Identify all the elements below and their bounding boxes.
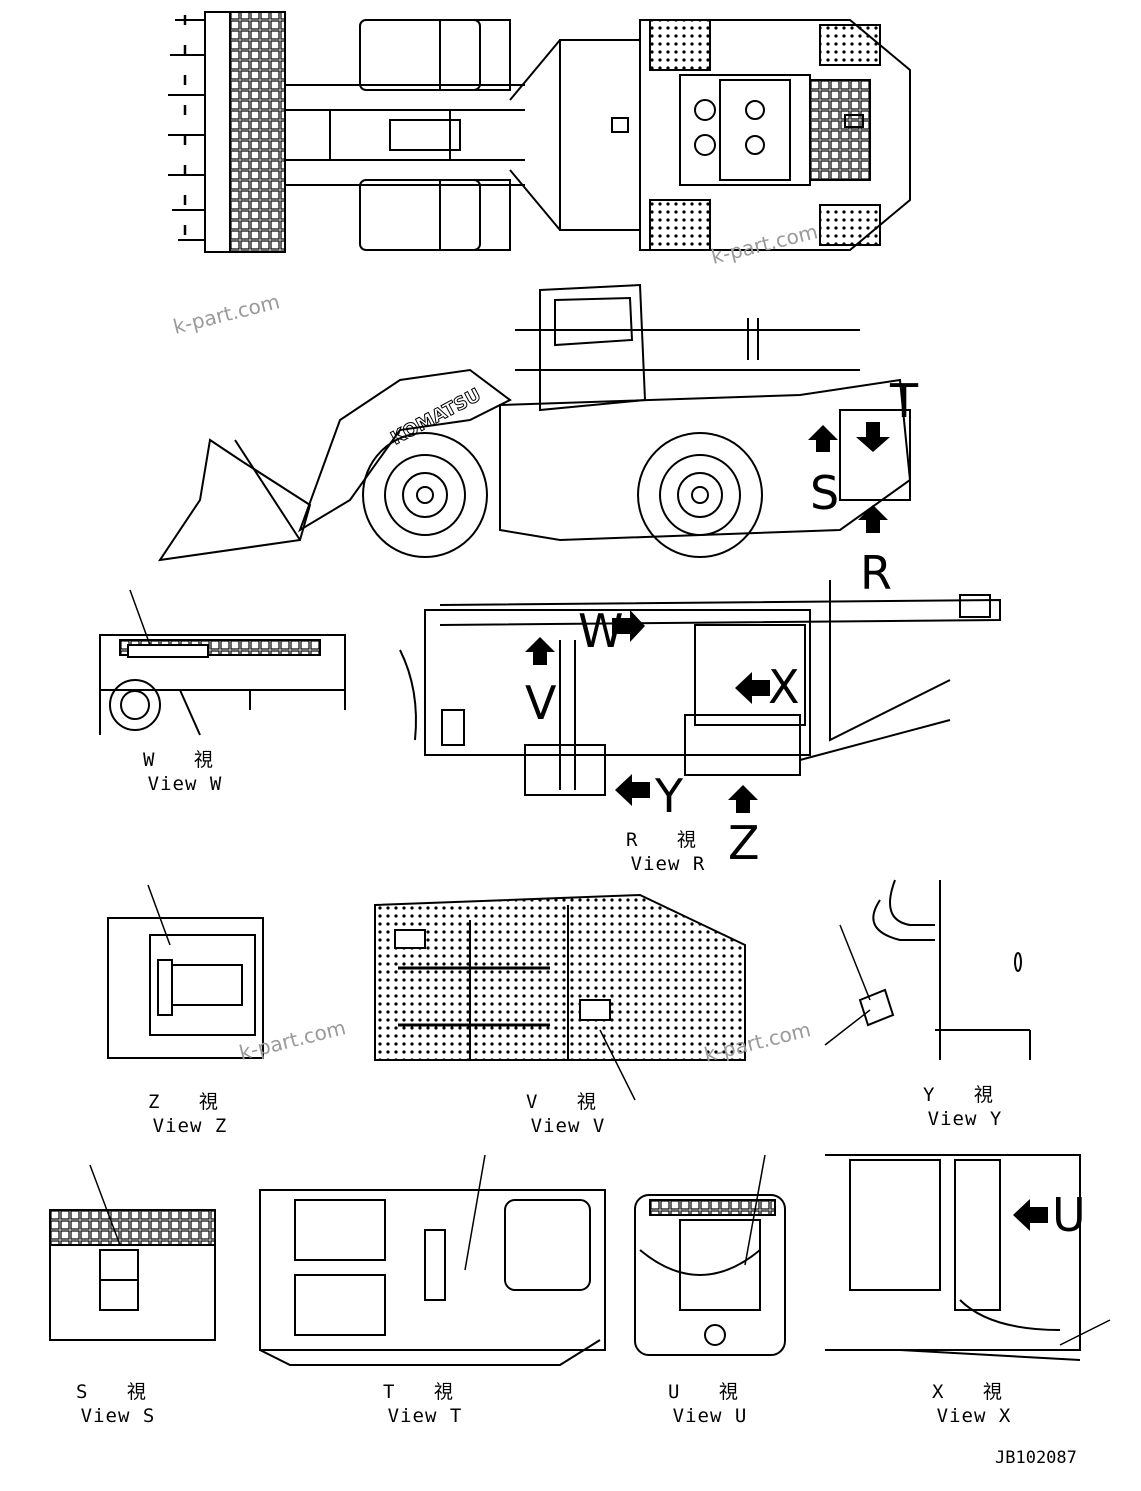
- arrow-left-x: [735, 672, 770, 704]
- view-y-drawing: [824, 879, 1031, 1060]
- arrow-left-y: [615, 774, 650, 806]
- direction-arrows: [525, 422, 1048, 1231]
- arrow-up-r: [858, 505, 888, 533]
- arrow-letter-x: X: [768, 660, 800, 714]
- arrow-right-w: [612, 610, 645, 642]
- view-v-drawing: [374, 893, 746, 1101]
- view-t-drawing: [259, 1154, 606, 1366]
- view-x-drawing: [825, 1154, 1111, 1361]
- arrow-letter-t: T: [890, 374, 919, 428]
- brand-logo: KOMATSU: [387, 385, 484, 450]
- top-view-machine: [168, 11, 911, 253]
- side-view-machine: [157, 283, 912, 562]
- arrow-letter-s: S: [810, 466, 840, 520]
- view-s-drawing: [49, 1164, 216, 1341]
- arrow-letter-u: U: [1052, 1188, 1086, 1242]
- arrow-up-z: [728, 785, 758, 813]
- view-z-drawing: [107, 884, 264, 1059]
- arrow-up-v: [525, 637, 555, 665]
- arrow-left-u: [1013, 1199, 1048, 1231]
- view-u-drawing: [634, 1154, 786, 1356]
- arrow-up-s: [808, 425, 838, 452]
- arrow-letter-w: W: [578, 604, 624, 658]
- view-w-drawing: [99, 589, 346, 736]
- arrow-letter-r: R: [860, 546, 892, 600]
- drawing-code: JB102087: [995, 1448, 1077, 1468]
- view-r-drawing: [399, 580, 1001, 796]
- arrow-down-t: [856, 422, 890, 452]
- arrow-letter-v: V: [525, 676, 557, 730]
- arrow-letter-y: Y: [655, 769, 684, 823]
- arrow-letter-z: Z: [728, 816, 760, 870]
